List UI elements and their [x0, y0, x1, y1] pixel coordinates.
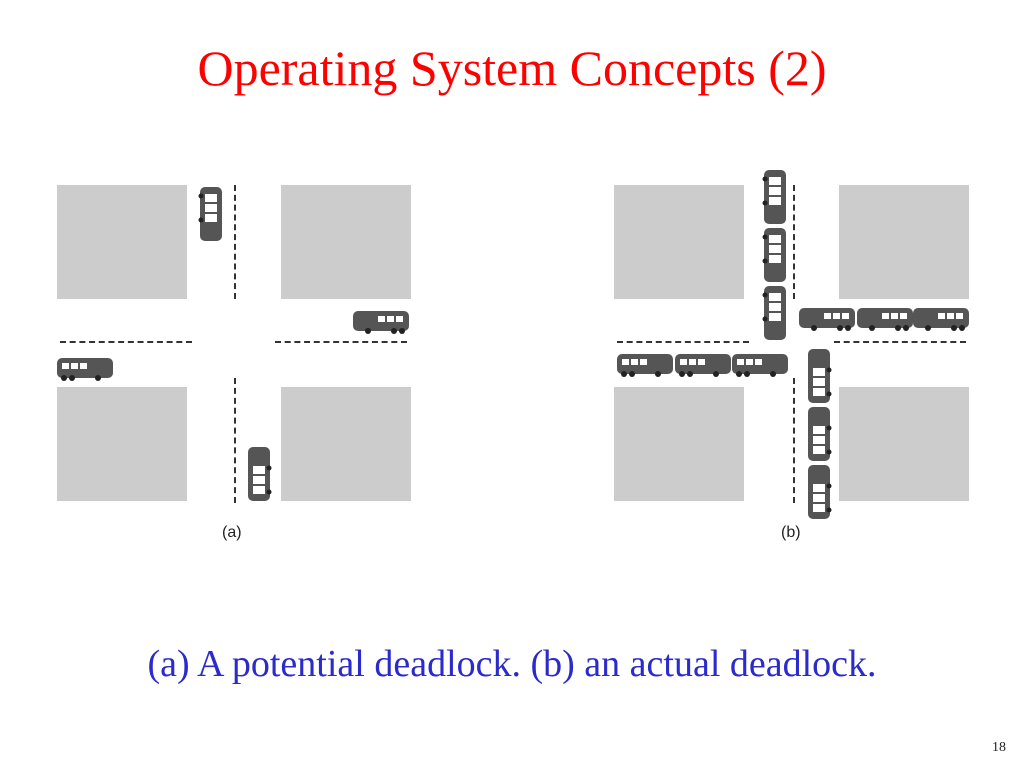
city-block — [614, 185, 744, 299]
page-number: 18 — [992, 740, 1006, 755]
bus-icon — [799, 308, 855, 331]
city-block — [839, 185, 969, 299]
lane-divider — [793, 378, 795, 503]
city-block — [57, 185, 187, 299]
lane-divider — [617, 341, 749, 343]
panel-a-label: (a) — [222, 524, 242, 541]
city-block — [839, 387, 969, 501]
bus-icon — [57, 358, 113, 381]
lane-divider — [234, 185, 236, 299]
lane-divider — [234, 378, 236, 503]
bus-icon — [762, 228, 786, 282]
lane-divider — [834, 341, 966, 343]
panel-b-label: (b) — [781, 524, 801, 541]
lane-divider — [793, 185, 795, 299]
slide-title: Operating System Concepts (2) — [197, 40, 827, 96]
bus-icon — [732, 354, 788, 377]
bus-icon — [808, 349, 832, 403]
city-block — [281, 387, 411, 501]
bus-icon — [198, 187, 222, 241]
bus-icon — [762, 286, 786, 340]
bus-icon — [913, 308, 969, 331]
bus-icon — [248, 447, 272, 501]
city-block — [614, 387, 744, 501]
city-block — [281, 185, 411, 299]
bus-icon — [808, 465, 832, 519]
bus-icon — [617, 354, 673, 377]
bus-icon — [675, 354, 731, 377]
city-block — [57, 387, 187, 501]
figure-caption: (a) A potential deadlock. (b) an actual … — [147, 643, 877, 685]
lane-divider — [60, 341, 192, 343]
bus-icon — [762, 170, 786, 224]
bus-icon — [857, 308, 913, 331]
bus-icon — [353, 311, 409, 334]
bus-icon — [808, 407, 832, 461]
lane-divider — [275, 341, 407, 343]
